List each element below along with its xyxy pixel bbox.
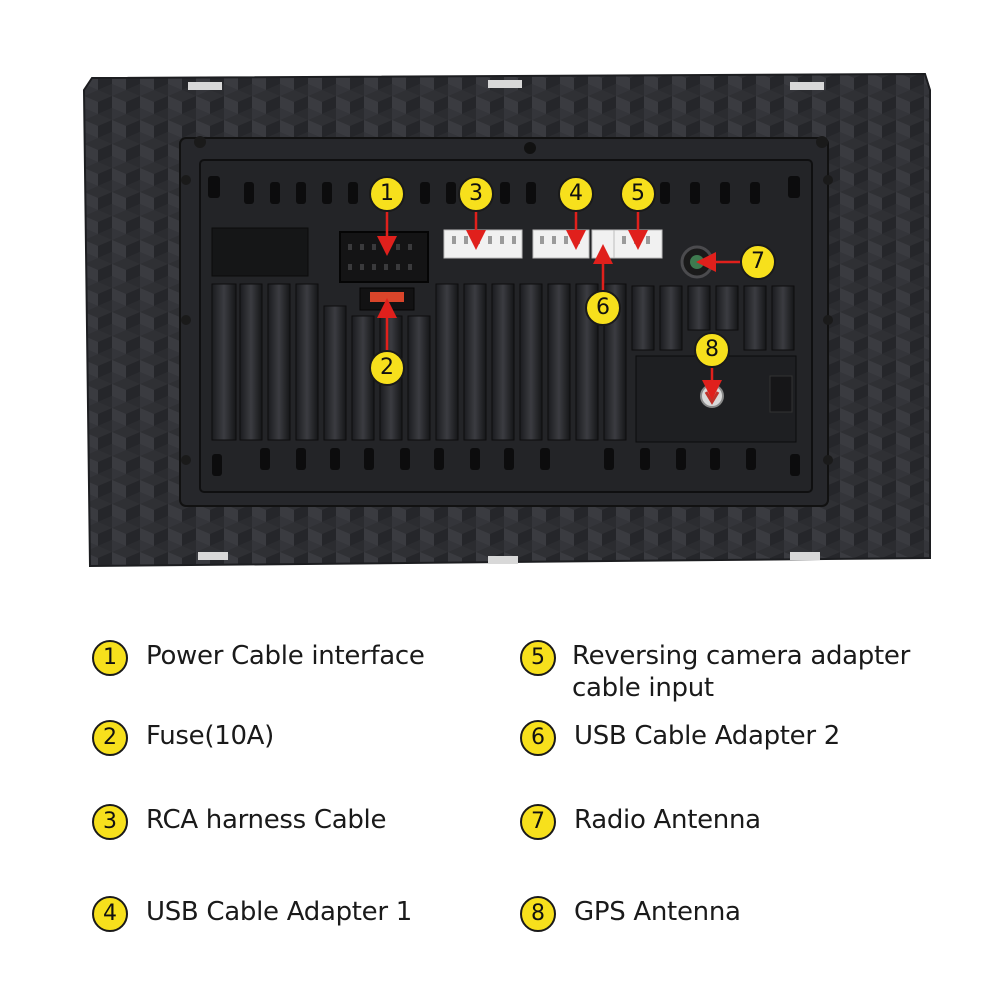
marker-8: 8 [694, 332, 730, 368]
marker-6: 6 [585, 290, 621, 326]
legend-badge: 1 [92, 640, 128, 676]
legend-label-line1: Reversing camera adapter [572, 641, 910, 671]
legend-label: Radio Antenna [574, 805, 761, 835]
legend-badge: 7 [520, 804, 556, 840]
legend-label: GPS Antenna [574, 897, 741, 927]
marker-3: 3 [458, 176, 494, 212]
marker-5: 5 [620, 176, 656, 212]
legend-label: Fuse(10A) [146, 721, 275, 751]
legend-badge: 3 [92, 804, 128, 840]
legend-item-3: 3 RCA harness Cable [92, 804, 386, 840]
marker-2: 2 [369, 350, 405, 386]
marker-7: 7 [740, 244, 776, 280]
legend-badge: 6 [520, 720, 556, 756]
legend-label: Power Cable interface [146, 641, 425, 671]
legend-item-4: 4 USB Cable Adapter 1 [92, 896, 412, 932]
legend-item-6: 6 USB Cable Adapter 2 [520, 720, 840, 756]
legend-badge: 8 [520, 896, 556, 932]
legend-label: Reversing camera adapter cable input [572, 640, 910, 704]
device-illustration [82, 72, 931, 568]
usb2-connector [591, 229, 615, 259]
legend-badge: 2 [92, 720, 128, 756]
legend-item-7: 7 Radio Antenna [520, 804, 761, 840]
marker-1: 1 [369, 176, 405, 212]
legend-item-5: 5 Reversing camera adapter cable input [520, 640, 910, 704]
legend-label: RCA harness Cable [146, 805, 387, 835]
legend-label: USB Cable Adapter 2 [574, 721, 840, 751]
legend-item-8: 8 GPS Antenna [520, 896, 741, 932]
marker-4: 4 [558, 176, 594, 212]
device-back-panel: 1 2 3 4 5 6 7 8 [82, 72, 931, 568]
legend-badge: 5 [520, 640, 556, 676]
legend-item-1: 1 Power Cable interface [92, 640, 425, 676]
legend-item-2: 2 Fuse(10A) [92, 720, 274, 756]
fuse [370, 292, 404, 302]
legend-badge: 4 [92, 896, 128, 932]
legend-label-line2: cable input [572, 673, 714, 703]
legend-label: USB Cable Adapter 1 [146, 897, 412, 927]
power-connector [339, 231, 429, 283]
